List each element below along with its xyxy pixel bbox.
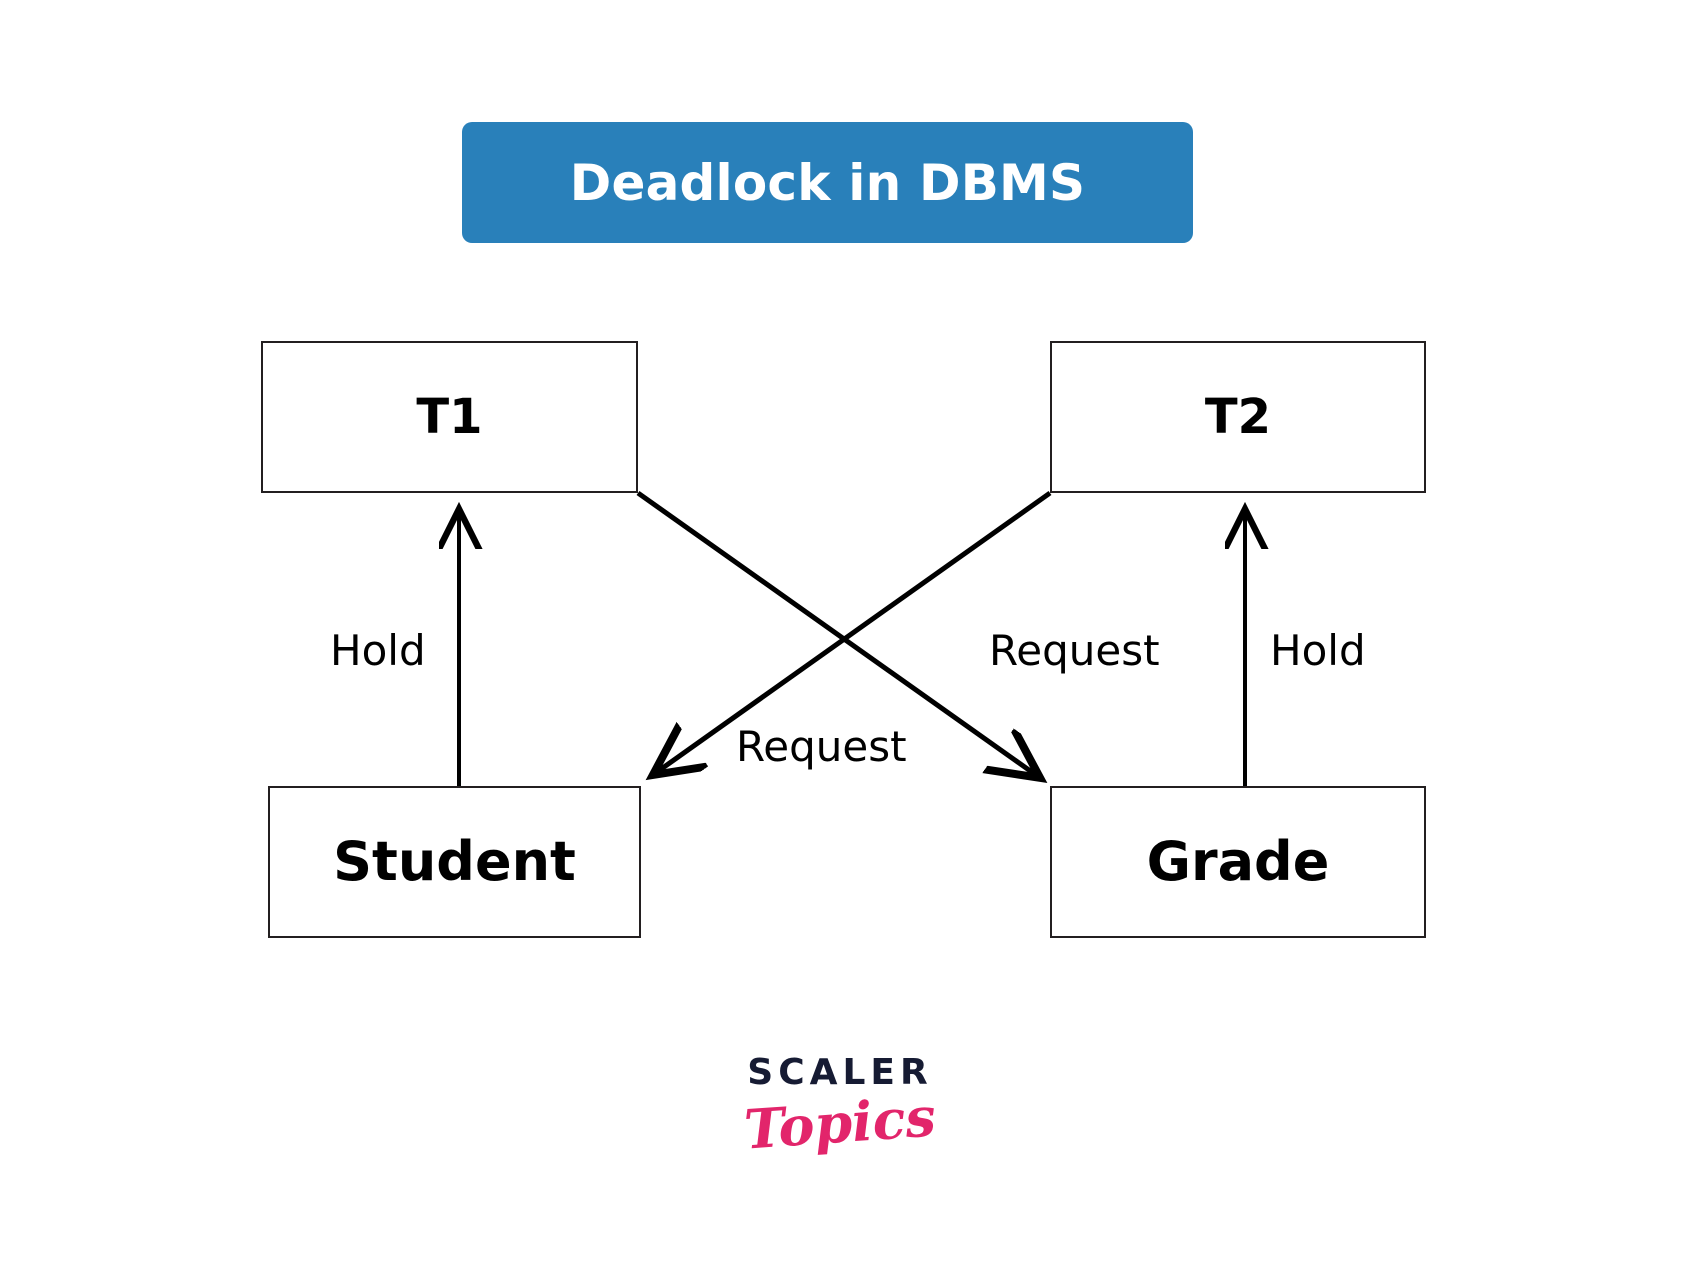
edge-label-hold-left: Hold [330,626,426,675]
page-title: Deadlock in DBMS [569,153,1086,212]
edge-label-hold-right: Hold [1270,626,1366,675]
node-grade[interactable]: Grade [1050,786,1426,938]
logo-primary-text: SCALER [747,1052,933,1093]
node-t1[interactable]: T1 [261,341,638,493]
node-student[interactable]: Student [268,786,641,938]
node-t2-label: T2 [1204,389,1272,445]
title-banner: Deadlock in DBMS [462,122,1193,243]
edge-label-request-center: Request [736,722,907,771]
node-t1-label: T1 [416,389,483,445]
logo-secondary-text: Topics [742,1084,938,1162]
node-t2[interactable]: T2 [1050,341,1426,493]
edge-label-request-right: Request [989,626,1160,675]
node-grade-label: Grade [1146,830,1330,893]
scaler-topics-logo: SCALER Topics [700,1055,980,1185]
node-student-label: Student [333,830,576,893]
